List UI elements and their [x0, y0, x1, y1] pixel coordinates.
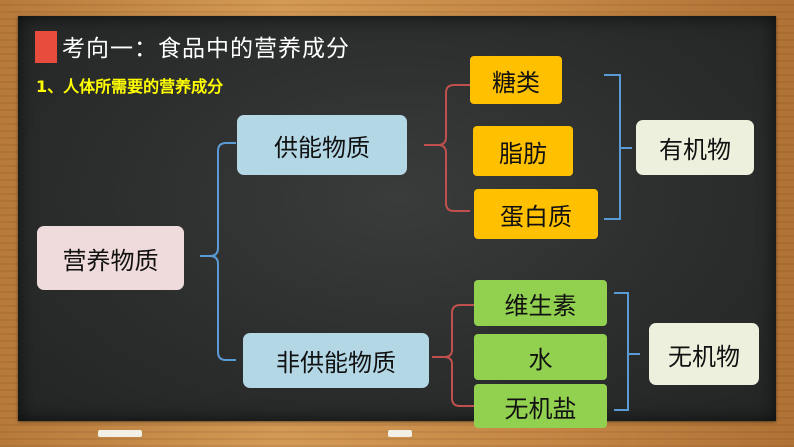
inorganic-node: 无机物	[649, 323, 759, 385]
item-minerals: 无机盐	[474, 384, 607, 428]
title-marker	[35, 31, 57, 63]
item-vitamin: 维生素	[474, 280, 607, 326]
item-label: 糖类	[492, 68, 540, 97]
item-water: 水	[474, 334, 607, 380]
item-fat: 脂肪	[473, 126, 573, 176]
item-protein: 蛋白质	[474, 189, 598, 239]
root-brace	[200, 142, 236, 361]
chalk-piece	[98, 430, 142, 437]
non-energy-brace	[432, 304, 474, 407]
organic-bracket	[604, 74, 632, 220]
item-sugar: 糖类	[470, 56, 562, 104]
organic-node: 有机物	[636, 120, 754, 175]
slide-title: 考向一：食品中的营养成分	[62, 36, 350, 62]
item-label: 蛋白质	[500, 202, 572, 231]
inorganic-label: 无机物	[668, 342, 740, 371]
root-node: 营养物质	[37, 226, 184, 290]
item-label: 脂肪	[499, 139, 547, 168]
root-label: 营养物质	[62, 246, 159, 275]
non-energy-node: 非供能物质	[243, 333, 429, 388]
item-label: 无机盐	[504, 394, 577, 423]
energy-label: 供能物质	[274, 133, 370, 162]
energy-node: 供能物质	[237, 115, 407, 175]
item-label: 维生素	[504, 291, 577, 320]
organic-label: 有机物	[659, 136, 731, 164]
energy-brace	[424, 84, 470, 212]
slide-subtitle: 1、人体所需要的营养成分	[36, 77, 224, 96]
inorganic-bracket	[614, 292, 640, 411]
chalk-piece	[388, 430, 412, 437]
non-energy-label: 非供能物质	[276, 349, 396, 377]
item-label: 水	[528, 345, 553, 374]
